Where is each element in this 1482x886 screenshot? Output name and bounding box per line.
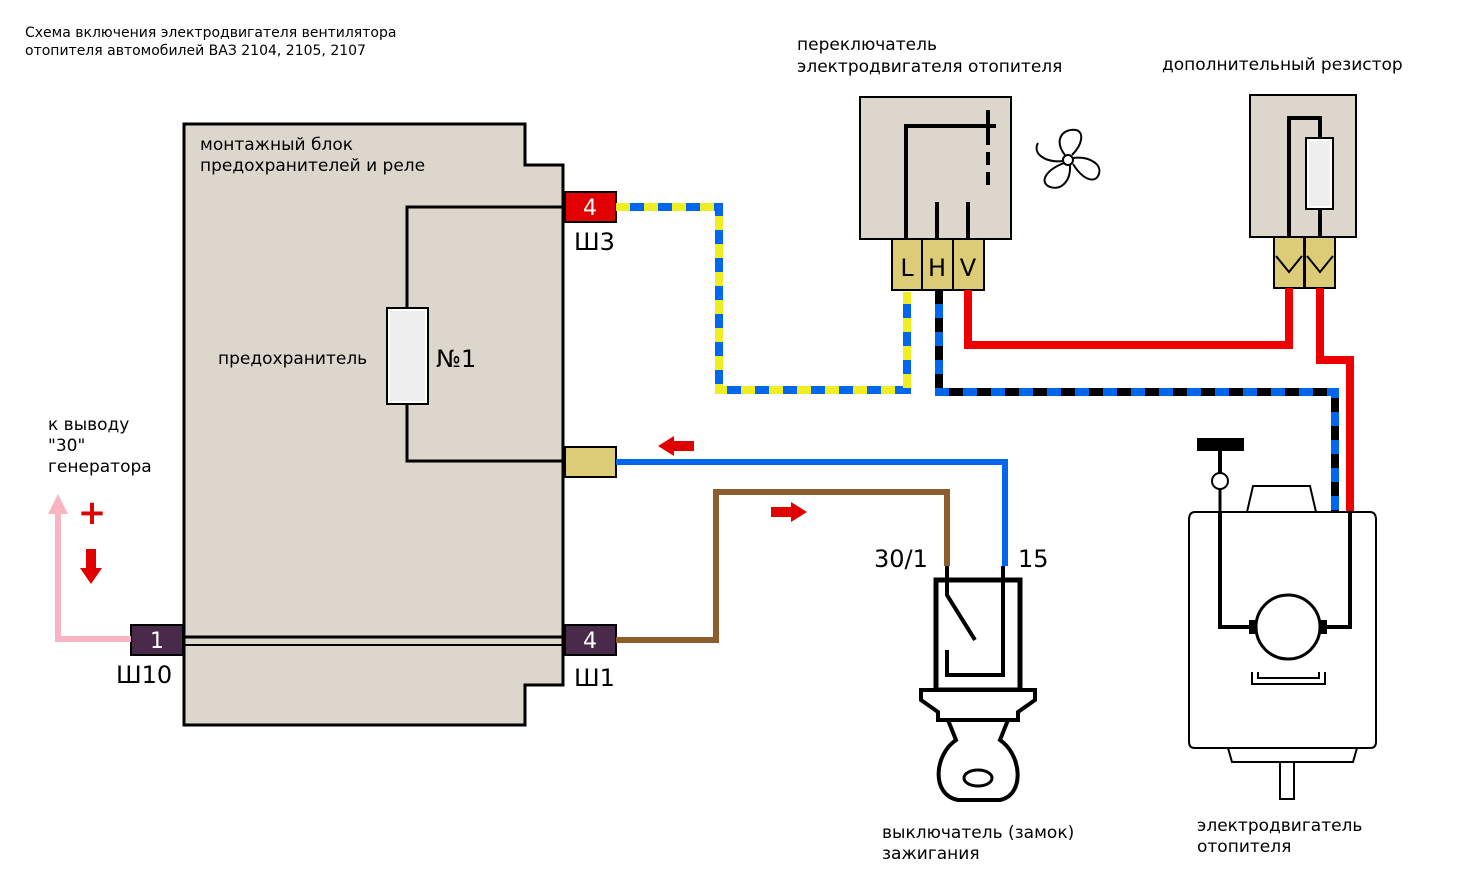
heater-switch — [859, 96, 1012, 240]
wire-blue-ignition — [616, 459, 1008, 566]
wire-brown-battery — [616, 489, 950, 643]
diagram-title-line2: отопителя автомобилей ВАЗ 2104, 2105, 21… — [25, 43, 366, 59]
heater-motor — [1188, 438, 1377, 800]
ignition-label-line2: зажигания — [882, 844, 980, 864]
connector-sh10-label: Ш10 — [116, 661, 172, 689]
resistor-label: дополнительный резистор — [1162, 55, 1403, 75]
fuse-number: №1 — [436, 345, 476, 373]
switch-label-line2: электродвигателя отопителя — [797, 57, 1062, 77]
generator-label-line2: "30" — [48, 436, 85, 456]
ignition-label-line1: выключатель (замок) — [882, 823, 1074, 843]
wire-red-resistor-motor — [1316, 288, 1354, 512]
ignition-switch — [919, 566, 1037, 802]
fuse-block-label-line1: монтажный блок — [200, 135, 353, 155]
connector-sh10-pin: 1 — [150, 629, 164, 654]
additional-resistor — [1249, 94, 1357, 289]
connector-sh1-label: Ш1 — [574, 664, 615, 692]
connector-sh3-pin: 4 — [583, 196, 597, 221]
ignition-terminal-30-1: 30/1 — [874, 545, 928, 573]
wire-blue-black — [935, 290, 1339, 512]
connector-sh3-label: Ш3 — [574, 228, 615, 256]
switch-pin-l-label: L — [900, 254, 914, 282]
plus-sign: + — [78, 493, 107, 533]
motor-label-line2: отопителя — [1197, 837, 1291, 857]
switch-pin-h-label: H — [928, 254, 946, 282]
arrow-up-pink — [48, 494, 68, 514]
connector-sh1-pin: 4 — [583, 629, 597, 654]
fuse-relay-block — [182, 122, 565, 727]
arrow-left-red — [658, 436, 694, 456]
wire-red-switch-resistor — [964, 288, 1293, 349]
connector-sh3 — [564, 191, 617, 223]
fuse-block-label-line2: предохранителей и реле — [200, 156, 425, 176]
connector-sh10 — [130, 624, 184, 656]
wire-pink-generator — [55, 512, 131, 642]
fuse-label: предохранитель — [218, 349, 367, 369]
motor-label-line1: электродвигатель — [1197, 816, 1362, 836]
switch-pin-h — [921, 238, 954, 291]
connector-fuse-output — [564, 446, 617, 478]
switch-label-line1: переключатель — [797, 35, 937, 55]
ignition-terminal-15: 15 — [1018, 545, 1049, 573]
generator-label-line3: генератора — [48, 457, 152, 477]
arrow-down-red — [80, 549, 102, 584]
switch-pin-v-label: V — [960, 254, 977, 282]
fan-icon — [1035, 128, 1101, 189]
generator-label-line1: к выводу — [48, 415, 129, 435]
diagram-title-line1: Схема включения электродвигателя вентиля… — [25, 25, 396, 41]
arrow-right-red — [771, 502, 807, 522]
connector-sh1 — [564, 624, 617, 656]
